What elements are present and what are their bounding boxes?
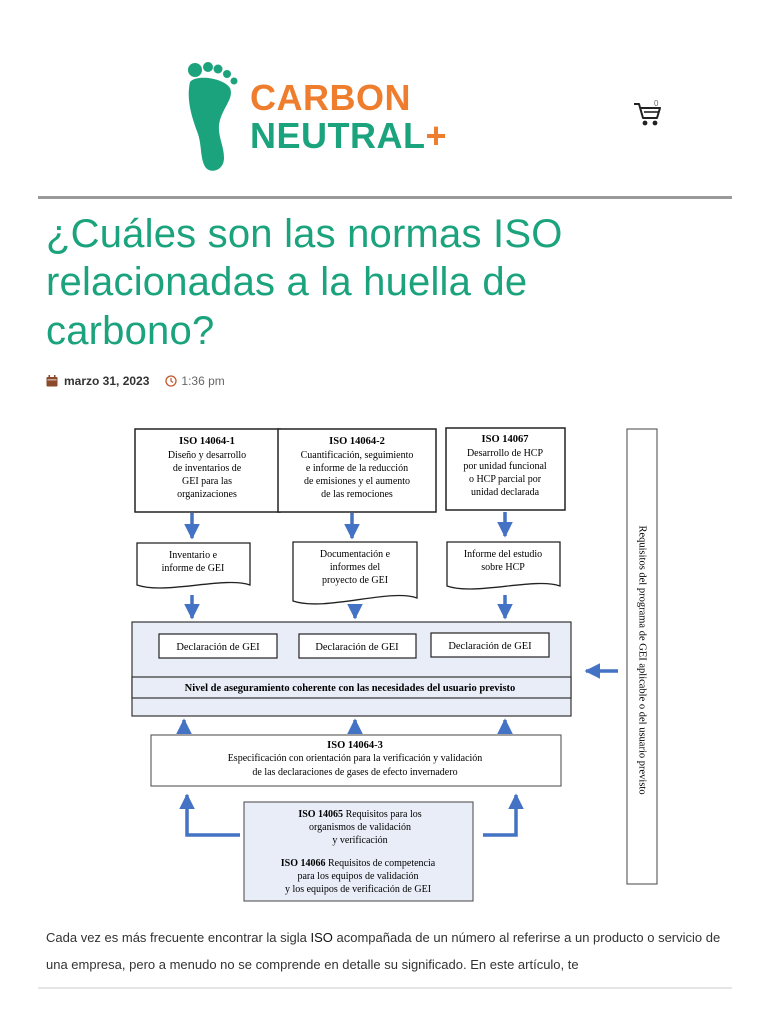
article-title: ¿Cuáles son las normas ISO relacionadas … bbox=[46, 212, 563, 353]
declaration-label: Declaración de GEI bbox=[176, 642, 260, 653]
declaration-panel: Declaración de GEI Declaración de GEI De… bbox=[131, 621, 572, 717]
iso14065-text: Requisitos para los bbox=[343, 809, 422, 820]
box2-line: Cuantificación, seguimiento bbox=[301, 450, 414, 461]
post-time: 1:36 pm bbox=[181, 374, 225, 388]
clock-icon bbox=[165, 375, 178, 387]
iso14066-code: ISO 14066 bbox=[281, 858, 326, 869]
box1-line: GEI para las bbox=[182, 476, 232, 487]
box2-line: de emisiones y el aumento bbox=[304, 476, 410, 487]
side-requirements-label: Requisitos del programa de GEI aplicable… bbox=[637, 525, 648, 794]
doc2-line: Documentación e bbox=[320, 549, 391, 560]
doc2-line: informes del bbox=[330, 562, 380, 573]
declaration-label: Declaración de GEI bbox=[448, 641, 532, 652]
logo-text-carbon: CARBON bbox=[250, 77, 411, 118]
content-divider bbox=[38, 987, 732, 989]
box-iso14064-3: ISO 14064-3 Especificación con orientaci… bbox=[150, 734, 562, 787]
doc2-line: proyecto de GEI bbox=[322, 575, 388, 586]
arrow-l-right bbox=[483, 793, 524, 837]
intro-text: acompañada de un número al referirse a u… bbox=[46, 930, 721, 972]
doc3-line: Informe del estudio bbox=[464, 549, 542, 560]
box1-line: organizaciones bbox=[177, 489, 237, 500]
iso14065-code: ISO 14065 bbox=[298, 809, 343, 820]
doc-documentacion: Documentación e informes del proyecto de… bbox=[292, 541, 418, 605]
doc-informe-hcp: Informe del estudio sobre HCP bbox=[446, 541, 561, 590]
doc1-line: informe de GEI bbox=[162, 563, 225, 574]
iso14065-line: ISO 14065 Requisitos para los bbox=[298, 809, 421, 820]
side-requirements-box: Requisitos del programa de GEI aplicable… bbox=[626, 428, 658, 885]
box4-line: de las declaraciones de gases de efecto … bbox=[252, 767, 457, 778]
cart-icon[interactable] bbox=[632, 100, 662, 128]
box-iso14064-1: ISO 14064-1 Diseño y desarrollo de inven… bbox=[134, 428, 281, 513]
box2-line: de las remociones bbox=[321, 489, 393, 500]
cart-count-badge: 0 bbox=[654, 99, 659, 108]
logo-text-neutral: NEUTRAL+ bbox=[250, 115, 448, 156]
doc1-line: Inventario e bbox=[169, 550, 218, 561]
box1-title: ISO 14064-1 bbox=[179, 436, 235, 447]
declaration-label: Declaración de GEI bbox=[315, 642, 399, 653]
calendar-icon bbox=[46, 375, 58, 387]
arrow-l-left bbox=[179, 793, 240, 837]
box1-line: Diseño y desarrollo bbox=[168, 450, 246, 461]
box2-title: ISO 14064-2 bbox=[329, 436, 385, 447]
iso14065-line: organismos de validación bbox=[309, 822, 411, 833]
box-iso14064-2: ISO 14064-2 Cuantificación, seguimiento … bbox=[277, 428, 437, 513]
logo-plus: + bbox=[425, 115, 448, 156]
doc3-line: sobre HCP bbox=[481, 562, 525, 573]
intro-text: Cada vez es más frecuente encontrar la s… bbox=[46, 930, 311, 945]
article-intro: Cada vez es más frecuente encontrar la s… bbox=[46, 924, 726, 978]
assurance-label: Nivel de aseguramiento coherente con las… bbox=[185, 683, 516, 694]
box3-line: unidad declarada bbox=[471, 487, 540, 498]
box4-line: Especificación con orientación para la v… bbox=[228, 753, 483, 764]
box3-line: por unidad funcional bbox=[463, 461, 547, 472]
box3-title: ISO 14067 bbox=[482, 434, 529, 445]
intro-iso-highlight: ISO bbox=[310, 930, 333, 945]
post-date[interactable]: marzo 31, 2023 bbox=[64, 374, 150, 388]
box4-title: ISO 14064-3 bbox=[327, 740, 383, 751]
iso14065-line: y verificación bbox=[332, 835, 387, 846]
header-divider bbox=[38, 196, 732, 199]
footprint-logo-icon[interactable] bbox=[184, 60, 464, 172]
iso14066-line: y los equipos de verificación de GEI bbox=[285, 884, 431, 895]
post-meta: marzo 31, 2023 1:36 pm bbox=[46, 373, 225, 389]
iso14066-line: ISO 14066 Requisitos de competencia bbox=[281, 858, 436, 869]
iso14066-text: Requisitos de competencia bbox=[326, 858, 436, 869]
site-header: CARBON NEUTRAL+ 0 bbox=[0, 0, 768, 196]
iso-diagram: ISO 14064-1 Diseño y desarrollo de inven… bbox=[131, 427, 658, 902]
box-iso14065-14066: ISO 14065 Requisitos para los organismos… bbox=[243, 801, 474, 902]
box2-line: e informe de la reducción bbox=[306, 463, 408, 474]
doc-inventario: Inventario e informe de GEI bbox=[136, 542, 251, 589]
box3-line: o HCP parcial por bbox=[469, 474, 542, 485]
box-iso14067: ISO 14067 Desarrollo de HCP por unidad f… bbox=[445, 427, 566, 511]
box1-line: de inventarios de bbox=[173, 463, 242, 474]
iso14066-line: para los equipos de validación bbox=[297, 871, 418, 882]
box3-line: Desarrollo de HCP bbox=[467, 448, 544, 459]
